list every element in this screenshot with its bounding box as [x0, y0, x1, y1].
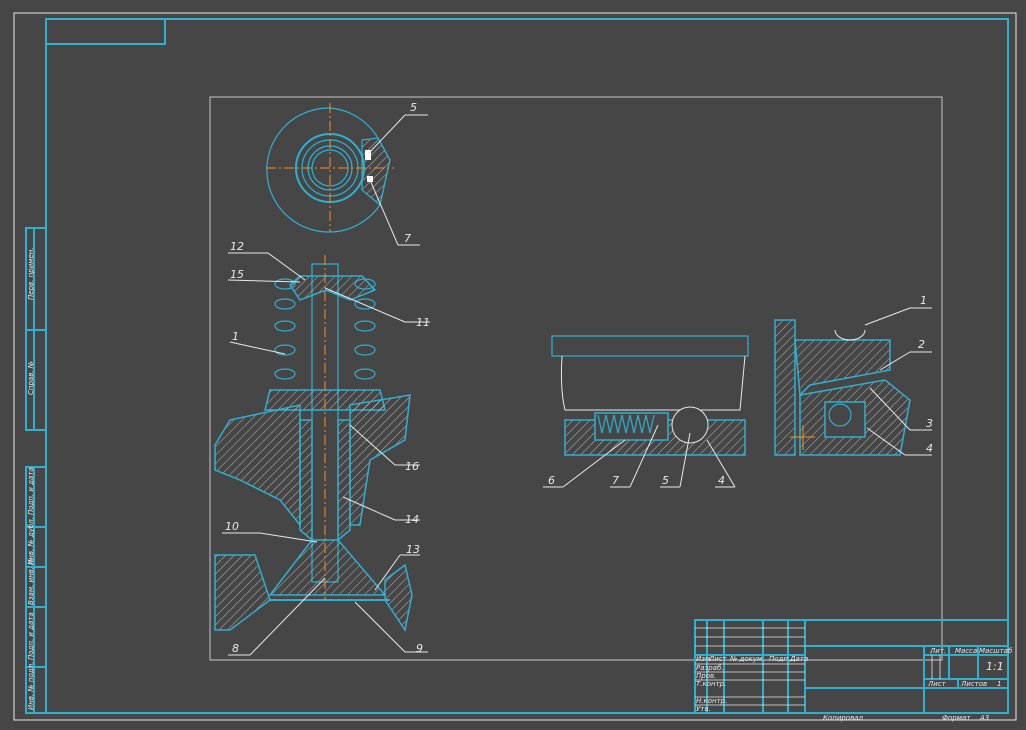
callout-3-detail: 3 [926, 417, 933, 430]
svg-text:Утв.: Утв. [696, 705, 711, 713]
callout-4-detail: 4 [718, 474, 725, 487]
svg-text:Разраб.: Разраб. [696, 664, 724, 672]
svg-text:Пров.: Пров. [696, 672, 716, 680]
svg-text:Н.контр.: Н.контр. [696, 697, 727, 705]
title-block: Изм. Лист № докум. Подп. Дата Разраб. Пр… [694, 619, 1013, 722]
callout-15: 15 [230, 268, 244, 281]
callout-12: 12 [230, 240, 244, 253]
viewport-rectangle [209, 96, 943, 661]
callout-10: 10 [225, 520, 239, 533]
svg-text:Перв. примен.: Перв. примен. [27, 247, 35, 300]
callout-9: 9 [416, 642, 423, 655]
svg-text:Изм.: Изм. [696, 655, 712, 663]
callout-1: 1 [232, 330, 239, 343]
section-callouts: 12 15 11 1 16 14 10 13 8 9 [222, 240, 430, 656]
section-view [214, 255, 413, 632]
detail-a: 6 7 5 4 [543, 335, 749, 488]
callout-5: 5 [410, 101, 417, 114]
svg-text:Дата: Дата [789, 655, 808, 663]
callout-8: 8 [232, 642, 239, 655]
svg-text:Инв. № подл.: Инв. № подл. [27, 662, 35, 710]
svg-text:Подп. и дата: Подп. и дата [27, 467, 35, 515]
callout-16: 16 [405, 460, 419, 473]
svg-text:Масса: Масса [955, 647, 977, 655]
top-left-stamp [45, 18, 166, 45]
left-stamp-labels: Перв. примен. Справ. № Подп. и дата Инв.… [27, 247, 35, 710]
callout-6: 6 [548, 474, 555, 487]
svg-text:Листов: Листов [960, 680, 987, 688]
left-stamps [25, 227, 47, 714]
sheet-border [13, 12, 1017, 721]
callout-4b-detail: 4 [926, 442, 933, 455]
svg-text:Взам. инв. №: Взам. инв. № [27, 557, 35, 605]
callout-11: 11 [416, 316, 430, 329]
callout-2-detail: 2 [918, 338, 925, 351]
svg-text:Масштаб: Масштаб [979, 647, 1013, 655]
svg-text:1:1: 1:1 [986, 660, 1004, 673]
svg-text:Формат: Формат [942, 714, 971, 722]
callout-7: 7 [404, 232, 411, 245]
callout-1-detail: 1 [920, 294, 927, 307]
svg-text:Лист: Лист [927, 680, 947, 688]
callout-7-detail: 7 [612, 474, 619, 487]
svg-text:1: 1 [997, 680, 1001, 688]
svg-text:№ докум.: № докум. [729, 655, 765, 663]
detail-b: 1 2 3 4 [774, 294, 933, 456]
svg-text:Подп. и дата: Подп. и дата [27, 612, 35, 660]
svg-text:Инв. № дубл.: Инв. № дубл. [27, 517, 35, 565]
callout-5-detail: 5 [662, 474, 669, 487]
top-view: 5 7 [266, 101, 428, 246]
callout-13: 13 [406, 543, 420, 556]
svg-text:A3: A3 [979, 714, 989, 722]
svg-text:Т.контр.: Т.контр. [696, 680, 726, 688]
svg-text:Подп.: Подп. [769, 655, 790, 663]
svg-text:Справ. №: Справ. № [27, 361, 35, 395]
svg-text:Лит.: Лит. [929, 647, 946, 655]
svg-text:Лист: Лист [708, 655, 728, 663]
callout-14: 14 [405, 513, 419, 526]
svg-text:Копировал: Копировал [823, 714, 864, 722]
